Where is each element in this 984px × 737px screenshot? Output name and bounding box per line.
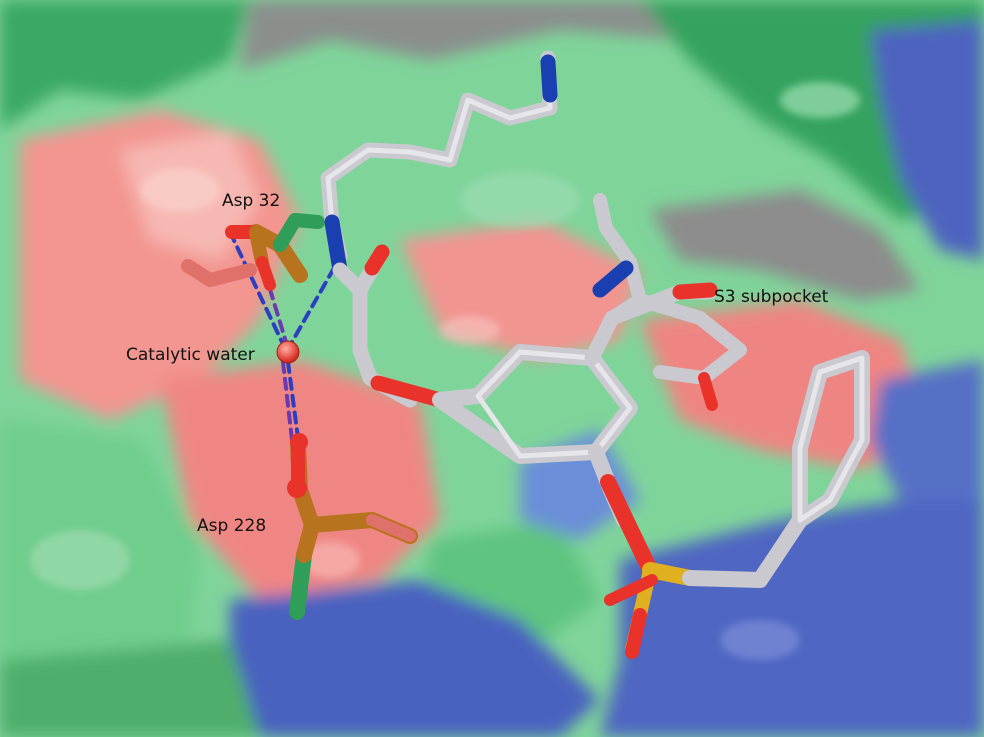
ligand-sulfonyl-benzyl [604, 350, 870, 659]
ligand-chain [320, 50, 558, 408]
label-s3-subpocket: S3 subpocket [714, 287, 829, 307]
label-asp228: Asp 228 [197, 516, 266, 536]
annotation-labels: Asp 32 Catalytic water Asp 228 S3 subpoc… [126, 191, 829, 536]
label-catalytic-water: Catalytic water [126, 345, 255, 365]
asp32-residue [181, 213, 325, 291]
hydrogen-bonds [228, 230, 336, 442]
asp228-oxygens [287, 433, 308, 498]
label-asp32: Asp 32 [222, 191, 280, 211]
catalytic-water-atom [276, 340, 300, 364]
